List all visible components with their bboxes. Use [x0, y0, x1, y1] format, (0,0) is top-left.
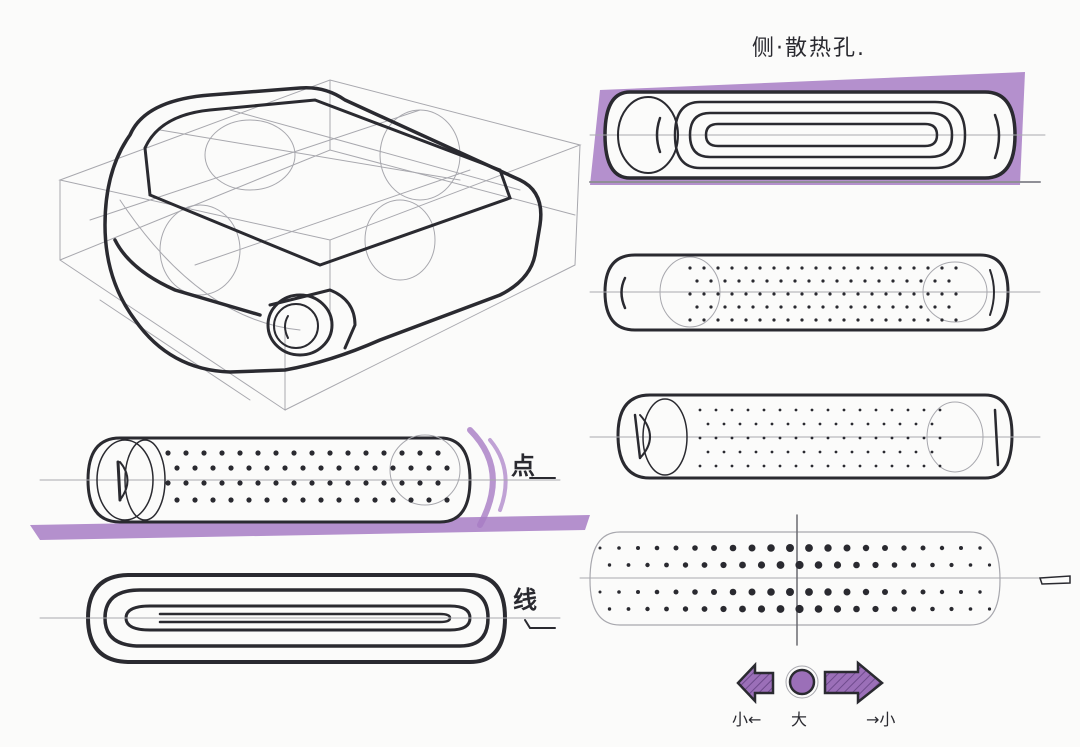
isometric-device-view — [58, 79, 582, 411]
side-view-dots-small — [589, 393, 1041, 480]
scale-small-left-label: 小← — [732, 710, 762, 729]
side-view-dots-large — [589, 253, 1041, 332]
size-legend — [736, 660, 884, 705]
scale-small-right-label: →小 — [866, 710, 896, 729]
scale-large-label: 大 — [791, 710, 808, 729]
side-view-dots-purple — [30, 427, 590, 540]
side-view-lines — [39, 573, 561, 664]
dot-pattern-label: 点 — [511, 452, 535, 480]
side-view-slots — [589, 72, 1046, 185]
line-pattern-label: 线 — [513, 586, 537, 614]
sketch-title: 侧·散热孔. — [752, 36, 866, 61]
gradient-dot-layout — [579, 514, 1071, 646]
